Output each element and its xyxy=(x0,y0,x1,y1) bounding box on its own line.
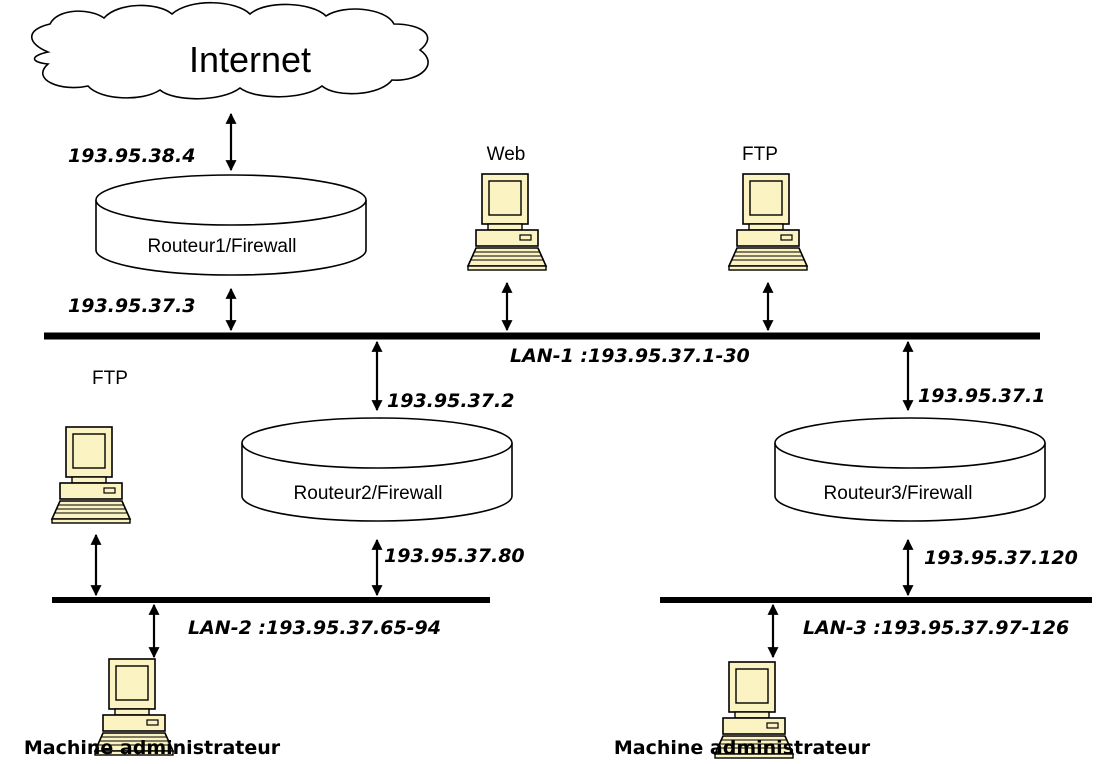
internet-cloud: Internet xyxy=(30,1,429,100)
web-server-label: Web xyxy=(487,144,526,165)
ip-router3-lan1: 193.95.37.1 xyxy=(918,385,1045,407)
router-3-label: Routeur3/Firewall xyxy=(824,483,973,504)
router-3: Routeur3/Firewall xyxy=(774,417,1046,522)
admin-machine-lan2-label: Machine administrateur xyxy=(24,737,281,759)
ip-router2-lan1: 193.95.37.2 xyxy=(387,390,514,412)
lan-2-label: LAN-2 :193.95.37.65-94 xyxy=(188,617,441,639)
router-2: Routeur2/Firewall xyxy=(241,417,513,522)
ftp-server-lan2-label: FTP xyxy=(92,368,128,389)
ip-router2-lan2: 193.95.37.80 xyxy=(384,545,525,567)
lan-1-label: LAN-1 :193.95.37.1-30 xyxy=(510,345,750,367)
router-1: Routeur1/Firewall xyxy=(95,174,367,276)
router-1-label: Routeur1/Firewall xyxy=(148,236,297,257)
ftp-server-lan2-computer-icon xyxy=(51,426,131,524)
router-2-label: Routeur2/Firewall xyxy=(294,483,443,504)
internet-label: Internet xyxy=(189,39,311,80)
ip-router3-lan3: 193.95.37.120 xyxy=(924,547,1078,569)
ip-router1-wan: 193.95.38.4 xyxy=(68,145,195,167)
web-server-computer-icon xyxy=(467,173,547,271)
admin-machine-lan3-label: Machine administrateur xyxy=(614,737,871,759)
ftp-server-lan1-label: FTP xyxy=(742,144,778,165)
ip-router1-lan1: 193.95.37.3 xyxy=(68,295,195,317)
lan-3-label: LAN-3 :193.95.37.97-126 xyxy=(803,617,1069,639)
connection-arrows xyxy=(90,112,914,659)
ftp-server-lan1-computer-icon xyxy=(728,173,808,271)
